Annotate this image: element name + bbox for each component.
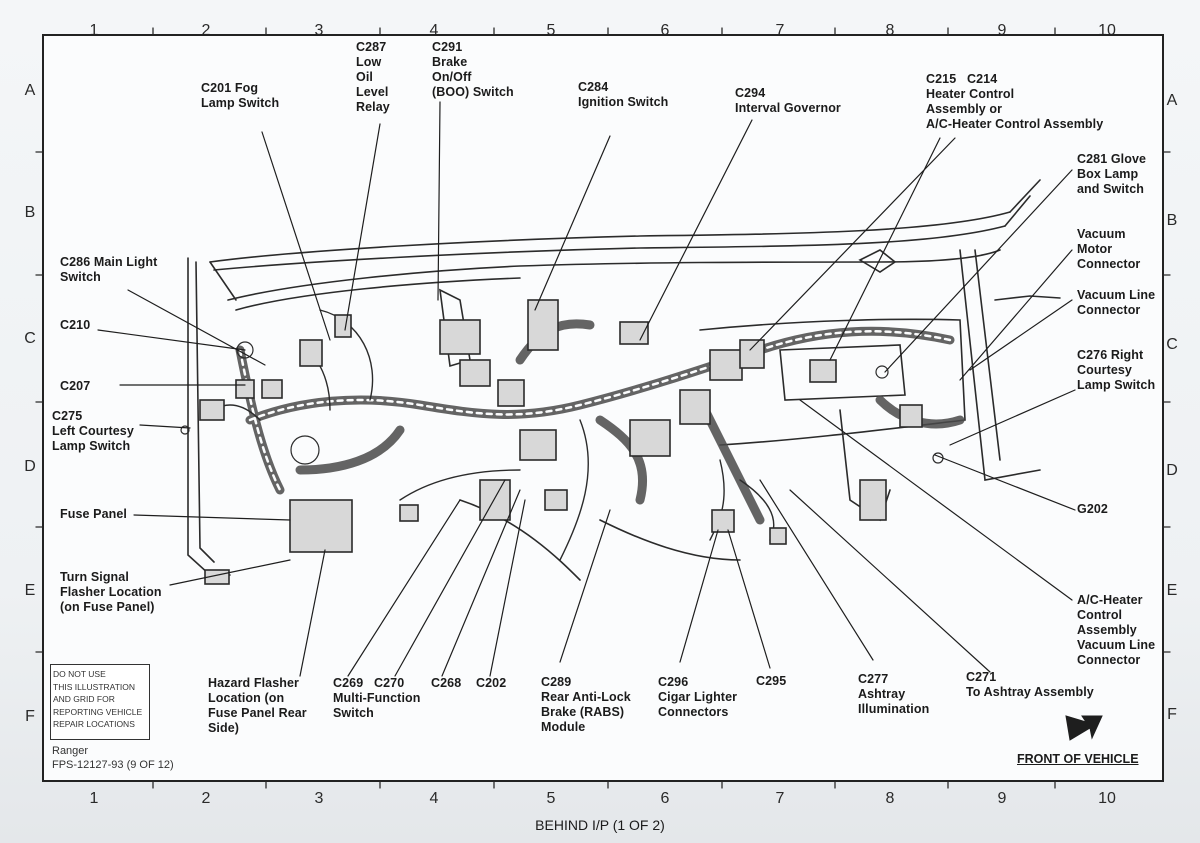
model-reference: Ranger FPS-12127-93 (9 OF 12) xyxy=(52,745,174,771)
label-c210: C210 xyxy=(60,318,91,332)
col-bottom-4: 4 xyxy=(429,790,439,807)
label-c269-c270-multi-function-switch: C269 C270 Multi-Function Switch xyxy=(333,676,421,720)
label-c268: C268 xyxy=(431,676,462,690)
label-c277-ashtray-illumination: C277 Ashtray Illumination xyxy=(858,672,930,716)
label-c287-low-oil-level-relay: C287 Low Oil Level Relay xyxy=(356,40,390,114)
row-right-E: E xyxy=(1166,582,1178,599)
front-of-vehicle-arrow-icon xyxy=(1065,715,1103,741)
col-top-8: 8 xyxy=(885,22,895,39)
page-caption: BEHIND I/P (1 OF 2) xyxy=(535,817,665,833)
col-bottom-3: 3 xyxy=(314,790,324,807)
label-c286-main-light-switch: C286 Main Light Switch xyxy=(60,255,158,284)
label-turn-signal-flasher: Turn Signal Flasher Location (on Fuse Pa… xyxy=(60,570,162,614)
label-c207: C207 xyxy=(60,379,91,393)
col-bottom-9: 9 xyxy=(997,790,1007,807)
col-top-2: 2 xyxy=(201,22,211,39)
label-c202: C202 xyxy=(476,676,507,690)
label-vacuum-motor-connector: Vacuum Motor Connector xyxy=(1077,227,1141,271)
label-c271-ashtray-assembly: C271 To Ashtray Assembly xyxy=(966,670,1094,699)
label-c276-right-courtesy-lamp: C276 Right Courtesy Lamp Switch xyxy=(1077,348,1156,392)
label-vacuum-line-connector: Vacuum Line Connector xyxy=(1077,288,1156,317)
col-top-4: 4 xyxy=(429,22,439,39)
col-top-6: 6 xyxy=(660,22,670,39)
row-left-D: D xyxy=(24,458,36,475)
label-c275-left-courtesy-lamp: C275 Left Courtesy Lamp Switch xyxy=(52,409,134,453)
label-ac-heater-vacuum-line-connector: A/C-Heater Control Assembly Vacuum Line … xyxy=(1077,593,1156,667)
row-right-D: D xyxy=(1166,462,1178,479)
row-right-A: A xyxy=(1166,92,1178,109)
label-c215-c214-heater-control: C215 C214 Heater Control Assembly or A/C… xyxy=(926,72,1104,131)
row-right-B: B xyxy=(1166,212,1178,229)
row-left-E: E xyxy=(24,582,36,599)
label-c294-interval-governor: C294 Interval Governor xyxy=(735,86,841,115)
col-bottom-8: 8 xyxy=(885,790,895,807)
col-bottom-7: 7 xyxy=(775,790,785,807)
label-c281-glove-box-lamp: C281 Glove Box Lamp and Switch xyxy=(1077,152,1147,196)
row-left-C: C xyxy=(24,330,36,347)
col-bottom-10: 10 xyxy=(1098,790,1116,807)
col-top-9: 9 xyxy=(997,22,1007,39)
row-right-F: F xyxy=(1167,706,1177,723)
front-of-vehicle-label: FRONT OF VEHICLE xyxy=(1017,752,1139,766)
label-c201-fog-lamp-switch: C201 Fog Lamp Switch xyxy=(201,81,280,110)
label-c296-cigar-lighter: C296 Cigar Lighter Connectors xyxy=(658,675,738,719)
col-top-1: 1 xyxy=(89,22,99,39)
label-c295: C295 xyxy=(756,674,787,688)
label-c289-rabs-module: C289 Rear Anti-Lock Brake (RABS) Module xyxy=(541,675,631,734)
label-hazard-flasher-location: Hazard Flasher Location (on Fuse Panel R… xyxy=(208,676,307,735)
disclaimer-box: DO NOT USE THIS ILLUSTRATION AND GRID FO… xyxy=(50,664,150,740)
label-c291-brake-switch: C291 Brake On/Off (BOO) Switch xyxy=(432,40,514,99)
col-bottom-6: 6 xyxy=(660,790,670,807)
col-bottom-1: 1 xyxy=(89,790,99,807)
col-top-5: 5 xyxy=(546,22,556,39)
row-left-F: F xyxy=(25,708,35,725)
col-bottom-5: 5 xyxy=(546,790,556,807)
row-left-A: A xyxy=(24,82,36,99)
col-bottom-2: 2 xyxy=(201,790,211,807)
row-right-C: C xyxy=(1166,336,1178,353)
label-g202: G202 xyxy=(1077,502,1108,516)
label-c284-ignition-switch: C284 Ignition Switch xyxy=(578,80,669,109)
col-top-3: 3 xyxy=(314,22,324,39)
label-fuse-panel: Fuse Panel xyxy=(60,507,127,521)
col-top-7: 7 xyxy=(775,22,785,39)
row-left-B: B xyxy=(24,204,36,221)
